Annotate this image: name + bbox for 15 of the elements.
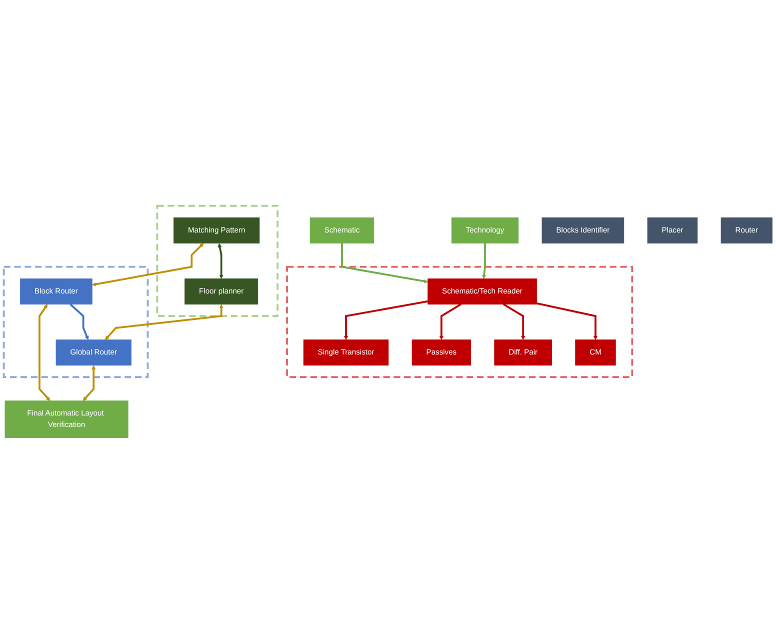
arrow — [439, 304, 462, 340]
arrow — [344, 300, 428, 340]
arrow — [482, 243, 486, 280]
cluster — [286, 266, 634, 378]
arrow — [536, 302, 598, 340]
arrow — [218, 243, 224, 280]
arrow — [105, 304, 224, 340]
arrow — [82, 366, 96, 402]
arrow — [70, 304, 89, 340]
arrow — [502, 304, 526, 340]
arrow — [38, 304, 50, 402]
arrow — [92, 243, 204, 287]
arrow — [341, 243, 428, 284]
cluster — [156, 205, 279, 318]
cluster — [2, 266, 149, 378]
